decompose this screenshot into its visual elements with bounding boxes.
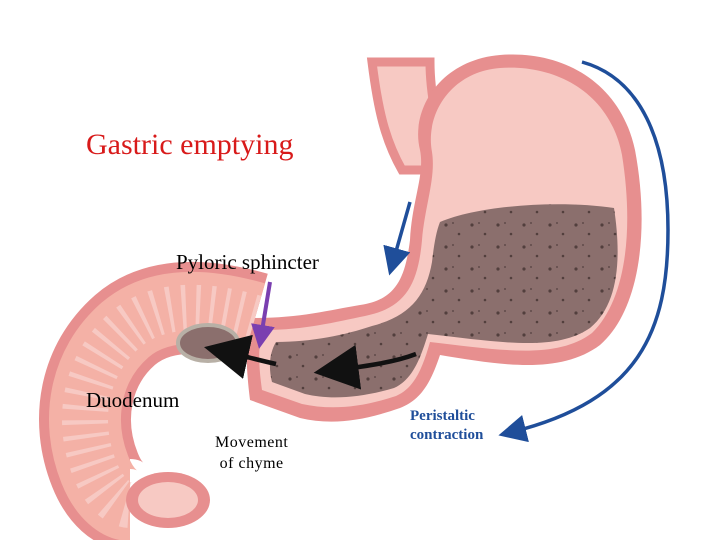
duodenum-label: Duodenum: [86, 388, 180, 412]
peristaltic-line-1: Peristaltic: [410, 408, 475, 424]
movement-line-1: Movement: [215, 434, 289, 451]
pyloric-sphincter-label: Pyloric sphincter: [176, 250, 319, 274]
duodenum-chyme: [176, 323, 240, 363]
pyloric-pointer: [251, 281, 275, 349]
movement-of-chyme-label: Movement of chyme: [215, 432, 288, 474]
contraction-small-arrow: [383, 201, 412, 276]
chyme-arrow-duodenum: [204, 334, 277, 379]
peristaltic-line-2: contraction: [410, 427, 484, 443]
peristaltic-contraction-label: Peristaltic contraction: [410, 407, 483, 445]
chyme-arrow-stomach: [313, 344, 417, 390]
diagram-title: Gastric emptying: [86, 128, 294, 161]
movement-line-2: of chyme: [219, 455, 284, 472]
contraction-arc-arrow: [498, 60, 670, 443]
